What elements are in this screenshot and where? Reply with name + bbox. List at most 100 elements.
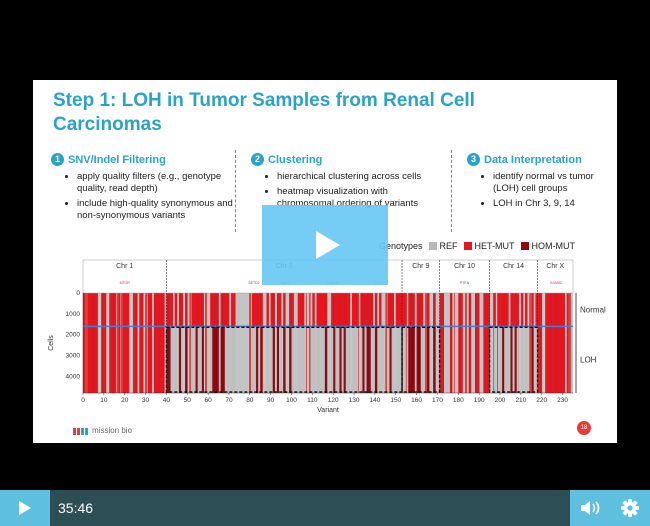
heatmap-column-bottom [397, 326, 401, 393]
x-tick-label: 220 [536, 397, 547, 404]
heatmap-column-top [114, 293, 117, 327]
heatmap-column-top [122, 293, 126, 327]
heatmap-column-bottom [170, 326, 173, 393]
heatmap-column-top [500, 293, 503, 327]
heatmap-column-top [149, 293, 153, 327]
heatmap-column-top [535, 293, 538, 327]
heatmap-column-bottom [491, 326, 495, 393]
x-tick-label: 70 [225, 397, 233, 404]
heatmap-column-top [224, 293, 228, 327]
heatmap-column-bottom [258, 326, 261, 393]
heatmap-column-top [324, 293, 328, 327]
heatmap-column-bottom [454, 326, 457, 393]
heatmap-column-top [126, 293, 130, 327]
heatmap-column-top [374, 293, 378, 327]
genotype-legend: Genotypes REF HET-MUT HOM-MUT [379, 241, 575, 251]
heatmap-column-top [199, 293, 203, 327]
volume-button[interactable] [570, 490, 610, 526]
heatmap-column-bottom [554, 326, 557, 393]
heatmap-column-top [399, 293, 403, 327]
x-tick-label: 200 [495, 397, 506, 404]
heatmap-column-top [222, 293, 226, 327]
heatmap-column-bottom [260, 326, 263, 393]
heatmap-column-bottom [333, 326, 336, 393]
legend-swatch-het [463, 242, 472, 250]
heatmap-column-top [249, 293, 253, 327]
heatmap-column-top [139, 293, 142, 327]
heatmap-column-bottom [318, 326, 322, 393]
heatmap-column-bottom [433, 326, 436, 393]
heatmap-column-bottom [537, 326, 540, 393]
heatmap-column-bottom [206, 326, 209, 393]
heatmap-column-bottom [550, 326, 553, 393]
heatmap-column-bottom [89, 326, 92, 393]
heatmap-column-top [351, 293, 355, 327]
heatmap-column-bottom [312, 326, 315, 393]
heatmap-column-bottom [525, 326, 528, 393]
x-tick-label: 130 [349, 397, 360, 404]
column-divider [235, 150, 236, 232]
heatmap-column-top [531, 293, 534, 327]
x-tick-label: 180 [453, 397, 464, 404]
heatmap-column-top [283, 293, 286, 327]
heatmap-column-top [410, 293, 413, 327]
heatmap-column-bottom [427, 326, 430, 393]
heatmap-column-bottom [566, 326, 570, 393]
heatmap-column-top [475, 293, 478, 327]
heatmap-column-bottom [108, 326, 111, 393]
heatmap-column-top [458, 293, 461, 327]
heatmap-column-bottom [220, 326, 224, 393]
heatmap-column-top [539, 293, 543, 327]
heatmap-column-bottom [122, 326, 126, 393]
legend-label-hom: HOM-MUT [531, 241, 576, 251]
heatmap-column-top [247, 293, 251, 327]
heatmap-column-top [491, 293, 495, 327]
heatmap-column-bottom [297, 326, 301, 393]
heatmap-column-bottom [531, 326, 534, 393]
heatmap-column-top [153, 293, 157, 327]
heatmap-column-top [354, 293, 357, 327]
heatmap-column-top [566, 293, 570, 327]
heatmap-column-top [279, 293, 282, 327]
heatmap-column-bottom [477, 326, 480, 393]
heatmap-column-bottom [389, 326, 392, 393]
heatmap-column-top [412, 293, 415, 327]
heatmap-column-top [210, 293, 213, 327]
group-label: Normal [580, 306, 606, 315]
heatmap-column-bottom [141, 326, 144, 393]
heatmap-column-bottom [560, 326, 563, 393]
heatmap-column-bottom [529, 326, 532, 393]
heatmap-column-bottom [247, 326, 251, 393]
heatmap-column-bottom [483, 326, 486, 393]
heatmap-column-top [404, 293, 407, 327]
heatmap-column-bottom [118, 326, 121, 393]
heatmap-column-bottom [133, 326, 136, 393]
heatmap-column-top [155, 293, 159, 327]
legend-swatch-hom [520, 242, 529, 250]
heatmap-column-bottom [266, 326, 269, 393]
heatmap-column-top [322, 293, 326, 327]
heatmap-column-top [185, 293, 188, 327]
heatmap-column-bottom [345, 326, 349, 393]
logo-text: mission bio [92, 426, 133, 435]
heatmap-column-top [406, 293, 409, 327]
play-button[interactable] [0, 490, 50, 526]
heatmap-column-top [420, 293, 424, 327]
x-tick-label: 40 [163, 397, 171, 404]
heatmap-column-top [158, 293, 161, 327]
heatmap-column-top [320, 293, 324, 327]
settings-button[interactable] [610, 490, 650, 526]
heatmap-column-bottom [395, 326, 399, 393]
heatmap-column-top [160, 293, 163, 327]
section-heading: SNV/Indel Filtering [68, 153, 166, 166]
x-tick-label: 190 [474, 397, 485, 404]
x-tick-label: 150 [390, 397, 401, 404]
heatmap-column-top [191, 293, 194, 327]
heatmap-column-bottom [126, 326, 130, 393]
big-play-button[interactable] [262, 205, 388, 285]
heatmap-column-top [120, 293, 123, 327]
heatmap-column-bottom [272, 326, 276, 393]
heatmap-column-bottom [120, 326, 123, 393]
heatmap-column-top [233, 293, 236, 327]
